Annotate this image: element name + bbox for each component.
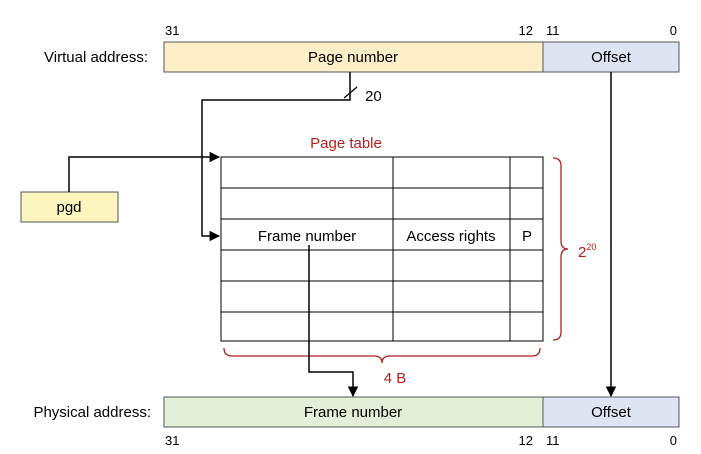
entry-size-label: 4 B [384, 370, 407, 387]
column-frame-number: Frame number [258, 228, 356, 245]
bit-width-slash [343, 86, 358, 99]
pa-offset-field [542, 396, 680, 428]
pa-bit-31: 31 [165, 433, 179, 448]
pgd-register [20, 191, 119, 223]
page-number-index-arrow [201, 72, 351, 242]
column-present-bit: P [522, 228, 532, 245]
frame-number-arrow [308, 245, 359, 398]
physical-address-label: Physical address: [33, 404, 151, 421]
entry-size-brace [223, 347, 541, 364]
pa-frame-number-label: Frame number [304, 404, 402, 421]
va-page-number-field [163, 41, 544, 73]
pgd-arrow [68, 151, 221, 192]
pa-offset-label: Offset [591, 404, 632, 421]
virtual-address-label: Virtual address: [44, 49, 148, 66]
va-bit-11: 11 [546, 23, 560, 38]
page-number-width-label: 20 [365, 88, 382, 105]
va-bit-12: 12 [519, 23, 533, 38]
pgd-label: pgd [56, 199, 81, 216]
pa-frame-number-field [163, 396, 544, 428]
page-table-title: Page table [310, 135, 382, 152]
page-table-grid [220, 156, 544, 342]
va-bit-31: 31 [165, 23, 179, 38]
column-access-rights: Access rights [406, 228, 495, 245]
pa-bit-12: 12 [519, 433, 533, 448]
va-bit-0: 0 [670, 23, 677, 38]
row-count-exponent: 20 [586, 242, 596, 252]
row-count-brace [552, 157, 569, 341]
va-page-number-label: Page number [308, 49, 398, 66]
row-count-label: 220 [578, 242, 596, 261]
row-count-base: 2 [578, 244, 586, 261]
va-offset-label: Offset [591, 49, 632, 66]
pa-bit-11: 11 [546, 433, 560, 448]
va-offset-field [542, 41, 680, 73]
pa-bit-0: 0 [670, 433, 677, 448]
